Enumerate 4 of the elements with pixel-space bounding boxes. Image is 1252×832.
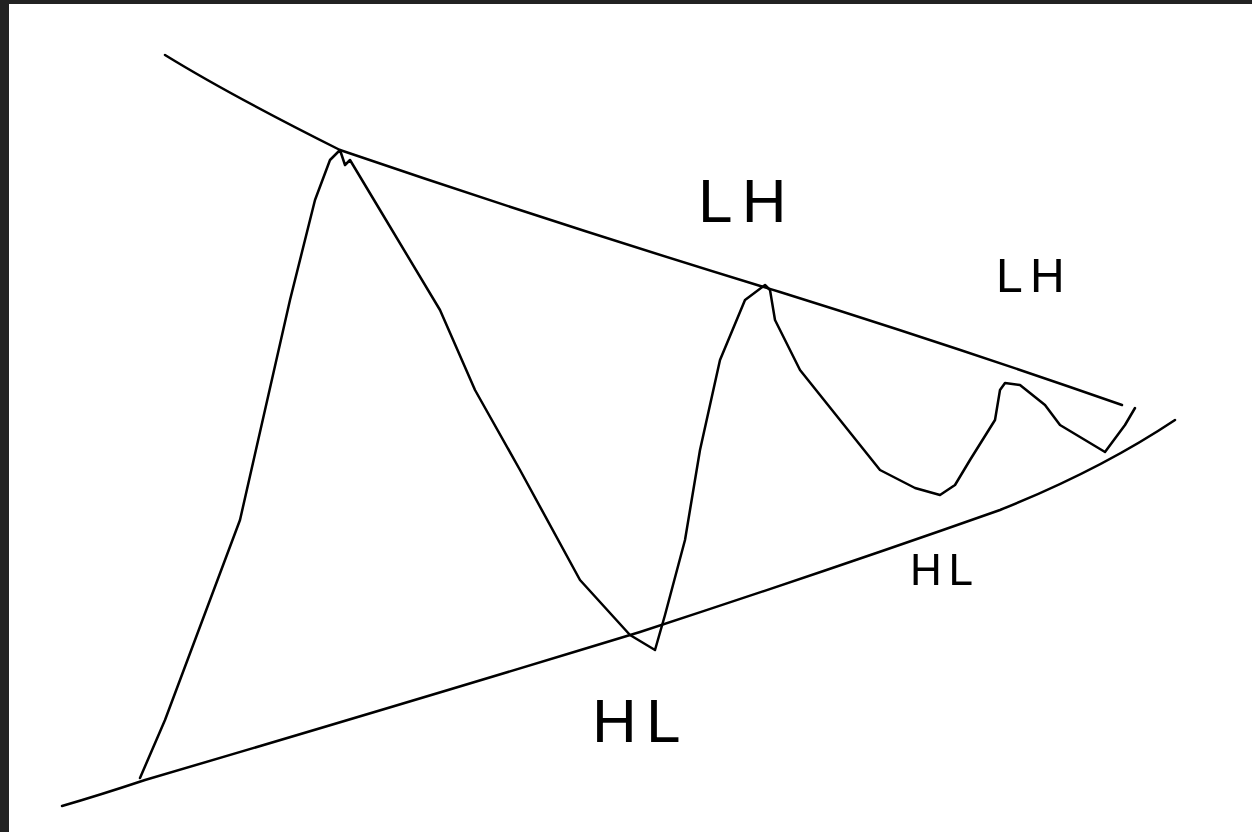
swing-label: HL (592, 690, 690, 752)
swing-label: HL (910, 548, 980, 592)
swing-label: LH (996, 252, 1072, 300)
swing-label: LH (698, 170, 796, 232)
